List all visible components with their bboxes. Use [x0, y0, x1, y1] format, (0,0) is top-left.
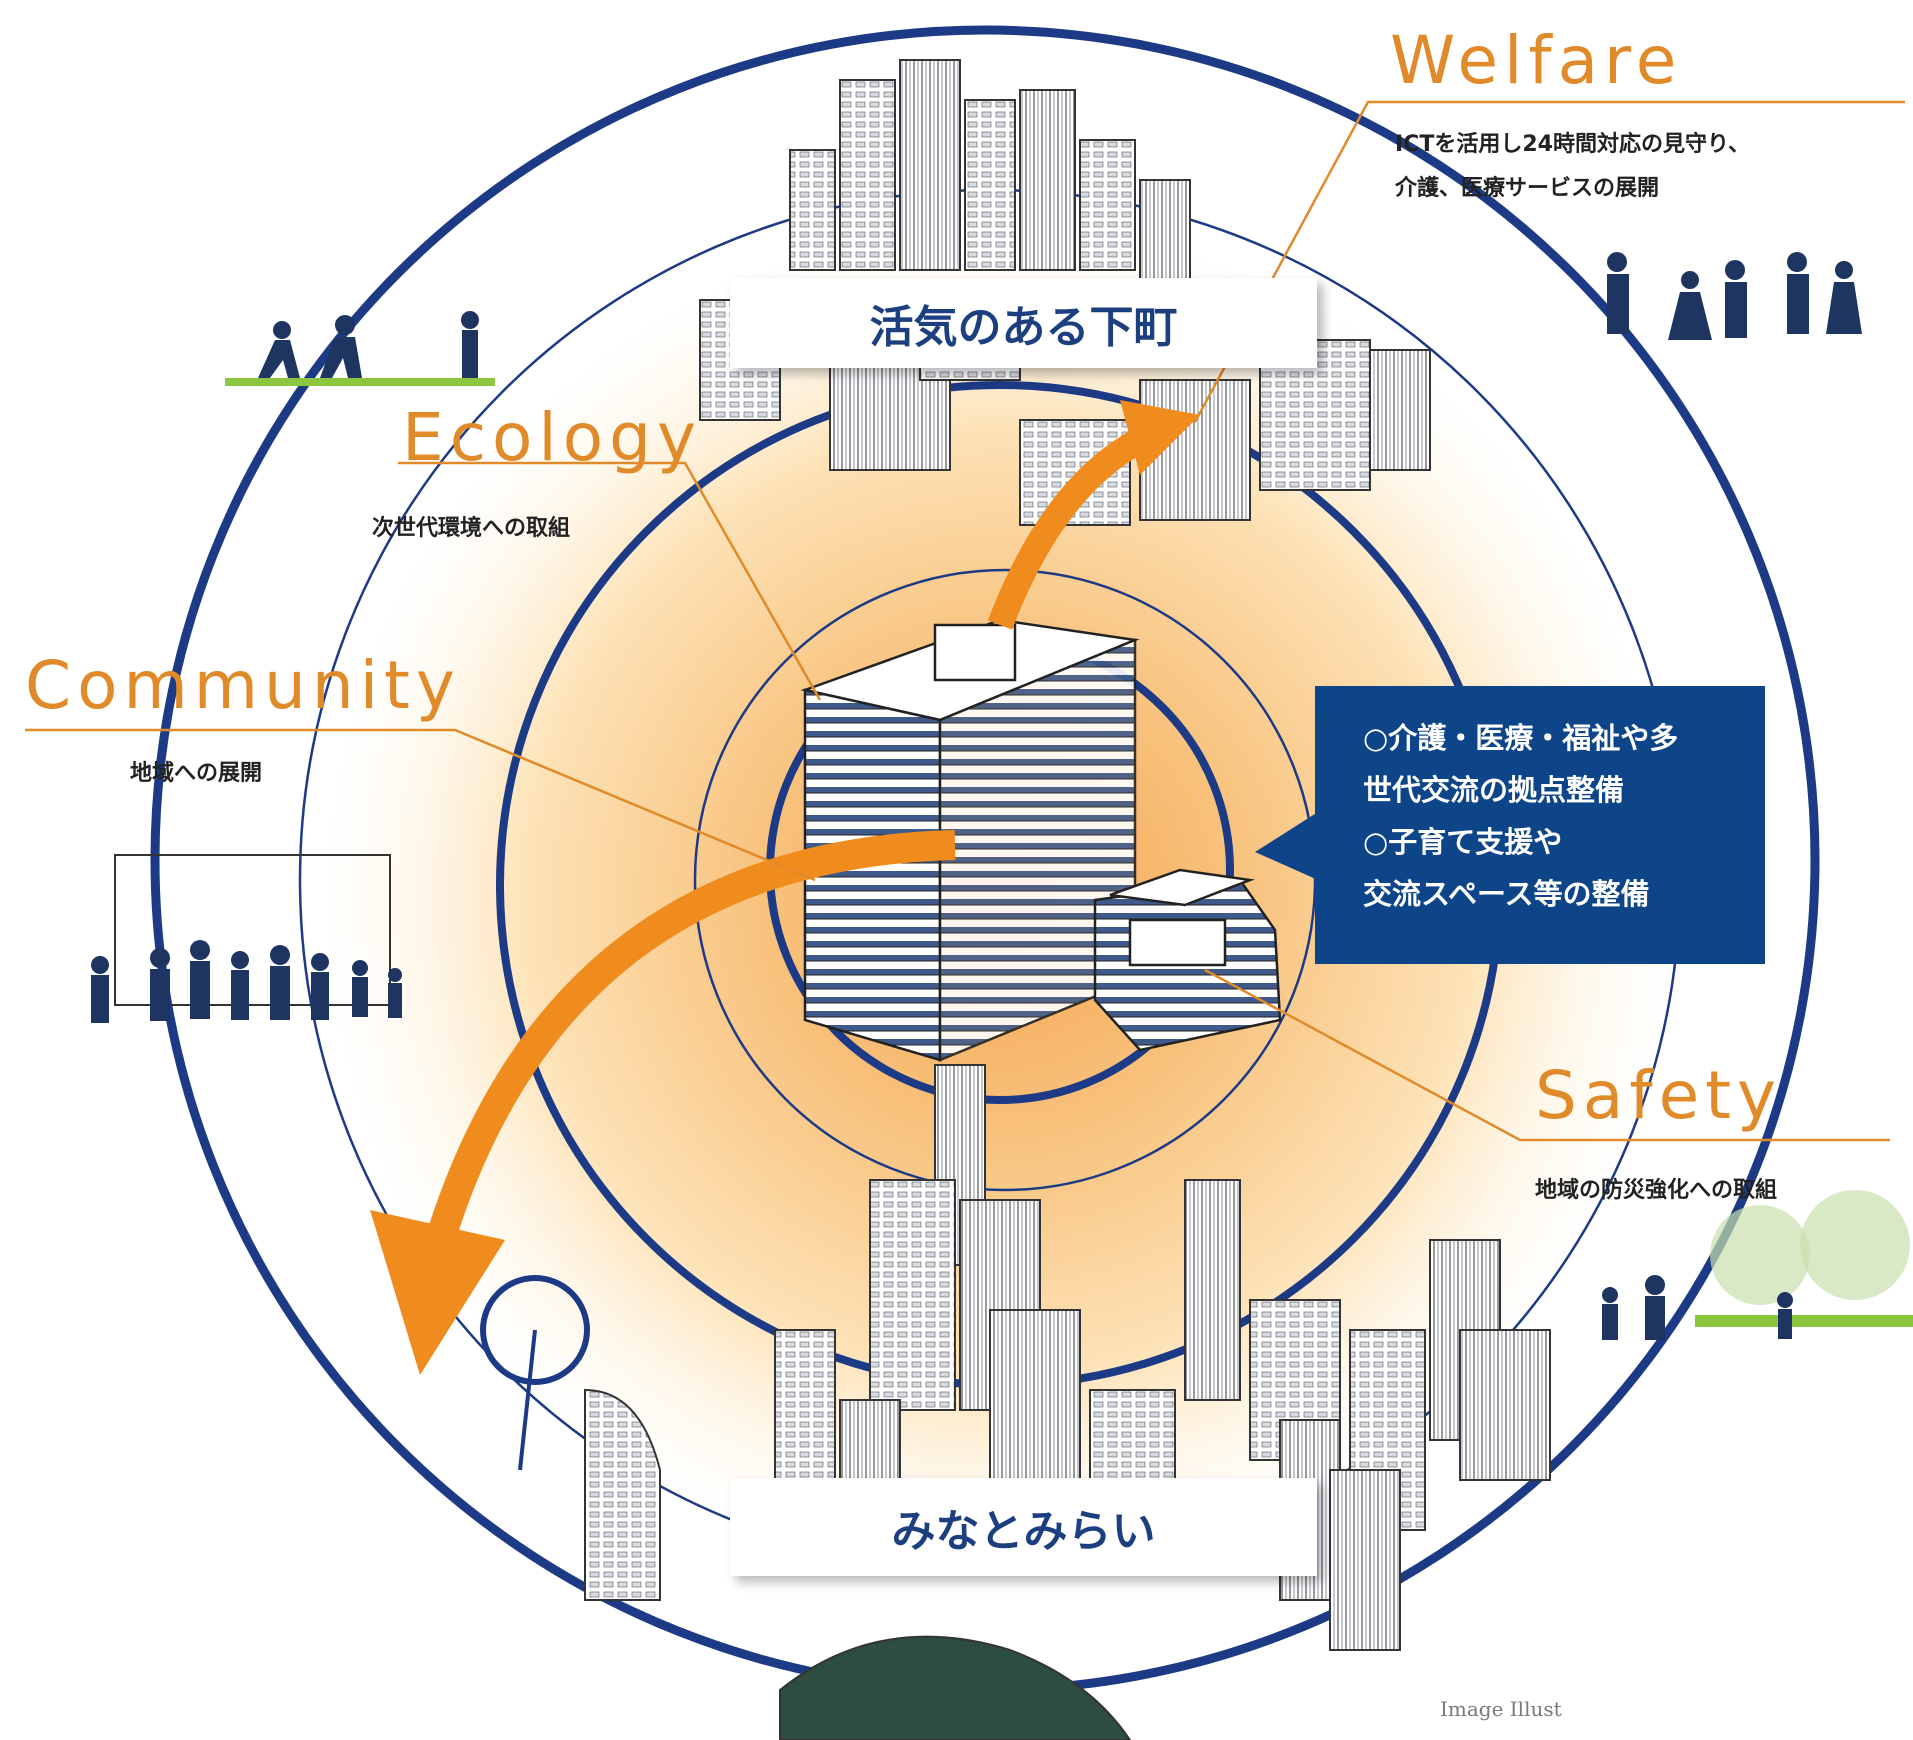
community-title: Community: [25, 647, 461, 724]
community-description: 地域への展開: [130, 761, 263, 786]
people-silhouettes-safety: [1602, 1190, 1913, 1340]
arrow-to-community: [425, 830, 956, 1245]
tower-building-illustration: [800, 618, 1282, 1062]
callout-pointer: [1255, 812, 1318, 880]
people-silhouettes-top-left: [225, 311, 495, 386]
image-caption: Image Illust: [1440, 1697, 1562, 1721]
ecology-description: 次世代環境への取組: [372, 516, 571, 541]
skyline-buildings-illustration: [480, 1064, 1551, 1740]
callout-line-3: ○子育て支援や: [1363, 825, 1563, 859]
welfare-description-line1: ICTを活用し24時間対応の見守り、: [1395, 132, 1751, 157]
people-silhouettes-community: [91, 854, 402, 1023]
arrow-to-community-head: [370, 1210, 505, 1375]
callout-line-4: 交流スペース等の整備: [1363, 877, 1650, 911]
area-label-bottom: みなとみらい: [730, 1478, 1317, 1576]
people-silhouettes-top-right: [1607, 252, 1862, 340]
safety-leader: [1204, 968, 1890, 1142]
callout-line-1: ○介護・医療・福祉や多: [1363, 721, 1679, 755]
safety-description: 地域の防災強化への取組: [1535, 1178, 1778, 1203]
ecology-leader: [398, 461, 822, 701]
arrow-to-town-head: [1120, 400, 1200, 475]
area-label-top: 活気のある下町: [730, 278, 1317, 368]
callout-line-2: 世代交流の拠点整備: [1363, 773, 1625, 807]
arrow-to-town: [987, 423, 1156, 630]
welfare-title: Welfare: [1390, 22, 1683, 99]
safety-title: Safety: [1535, 1057, 1783, 1134]
community-leader: [25, 728, 816, 882]
welfare-description-line2: 介護、医療サービスの展開: [1395, 176, 1660, 201]
curved-arrows: [370, 400, 1200, 1375]
ecology-title: Ecology: [402, 399, 703, 476]
callout-box: ○介護・医療・福祉や多 世代交流の拠点整備 ○子育て支援や 交流スペース等の整備: [1315, 686, 1765, 964]
